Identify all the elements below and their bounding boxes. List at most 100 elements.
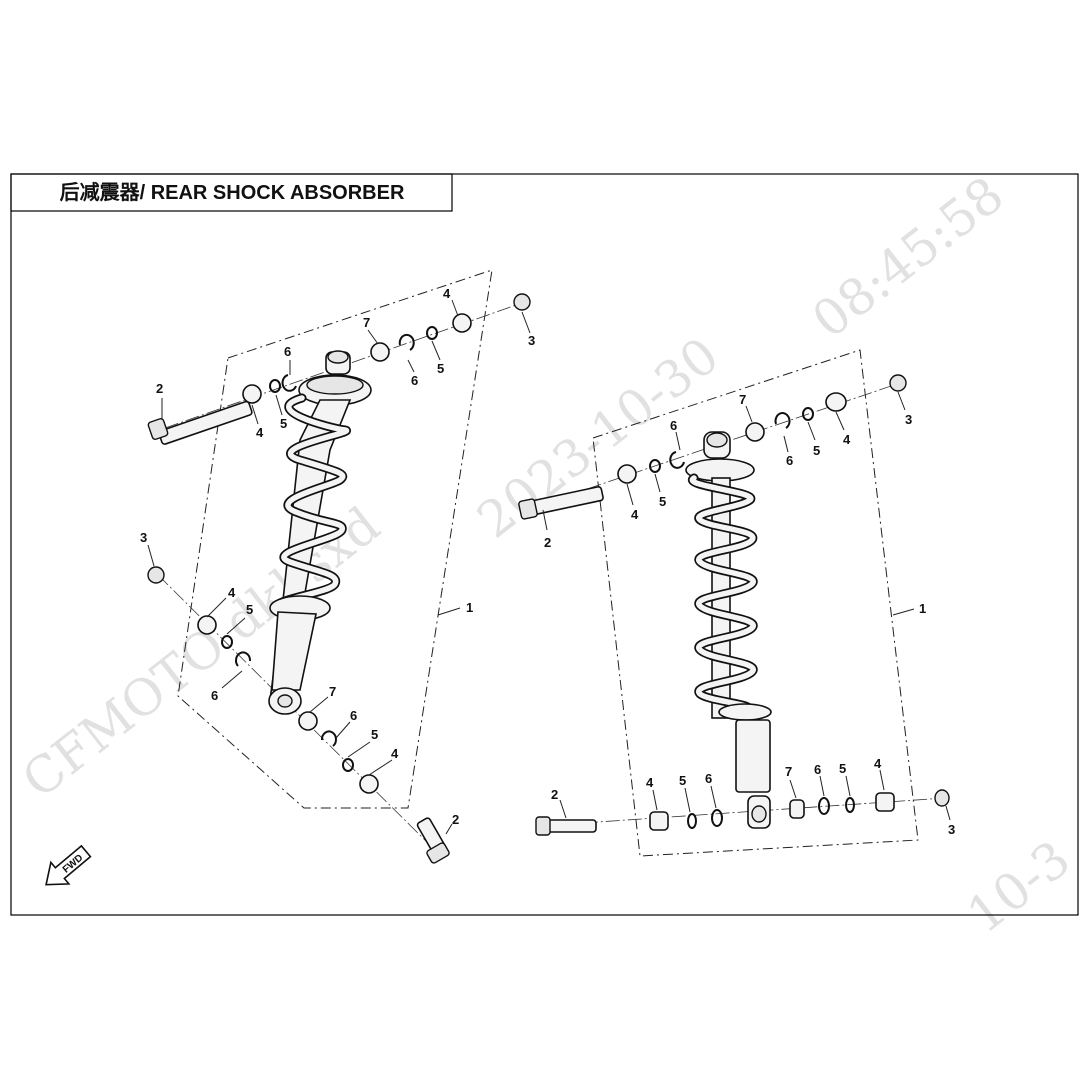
callout-1: 1 bbox=[919, 601, 926, 616]
callout-4: 4 bbox=[646, 775, 654, 790]
callout-6: 6 bbox=[814, 762, 821, 777]
right-lower-bolt-head bbox=[535, 816, 551, 836]
callout-6: 6 bbox=[211, 688, 218, 703]
right-lower-circlip-a bbox=[711, 809, 723, 827]
right-upper-circlip-a bbox=[669, 451, 685, 469]
watermark-time: 08:45:58 bbox=[802, 165, 1015, 349]
callout-5: 5 bbox=[659, 494, 666, 509]
callout-4: 4 bbox=[874, 756, 882, 771]
callout-6: 6 bbox=[411, 373, 418, 388]
callout-4: 4 bbox=[631, 507, 639, 522]
callout-2: 2 bbox=[452, 812, 459, 827]
left-upper-circlip-a bbox=[281, 374, 297, 392]
callout-3: 3 bbox=[140, 530, 147, 545]
left-upper-seat-top bbox=[306, 375, 364, 395]
left-upper-bolt bbox=[158, 400, 253, 445]
left-lower-circlip-a bbox=[235, 651, 252, 667]
right-damper-body bbox=[735, 719, 771, 793]
watermark-date: 2023-10-30 bbox=[467, 326, 730, 549]
callout-6: 6 bbox=[284, 344, 291, 359]
callout-4: 4 bbox=[843, 432, 851, 447]
left-callout-leaders bbox=[147, 299, 531, 835]
left-lower-bushing-b bbox=[359, 774, 379, 794]
callout-5: 5 bbox=[437, 361, 444, 376]
callout-4: 4 bbox=[391, 746, 399, 761]
right-upper-bearing bbox=[745, 422, 765, 442]
callout-7: 7 bbox=[785, 764, 792, 779]
forward-arrow-icon: FWD bbox=[45, 844, 92, 886]
callout-3: 3 bbox=[948, 822, 955, 837]
right-callout-leaders bbox=[542, 391, 951, 821]
left-lower-eye-bore bbox=[277, 694, 293, 708]
right-upper-bushing-b bbox=[825, 392, 847, 412]
right-lower-bushing-a bbox=[649, 811, 669, 831]
right-upper-hardware bbox=[518, 374, 907, 520]
left-upper-hardware bbox=[147, 293, 531, 445]
left-upper-nut bbox=[513, 293, 531, 311]
callout-5: 5 bbox=[371, 727, 378, 742]
callout-6: 6 bbox=[705, 771, 712, 786]
right-upper-washer-b bbox=[802, 407, 814, 421]
callout-6: 6 bbox=[786, 453, 793, 468]
callout-3: 3 bbox=[905, 412, 912, 427]
right-lower-spring-seat bbox=[718, 703, 772, 721]
callout-5: 5 bbox=[679, 773, 686, 788]
left-lower-hardware bbox=[147, 566, 450, 864]
left-upper-washer-b bbox=[426, 326, 438, 340]
callout-6: 6 bbox=[350, 708, 357, 723]
title-box bbox=[10, 173, 453, 212]
right-shock-body bbox=[685, 431, 772, 829]
callout-5: 5 bbox=[839, 761, 846, 776]
left-upper-washer-a bbox=[269, 379, 281, 393]
left-damper-body bbox=[271, 611, 317, 691]
left-shock-assembly: 1 2 2 3 3 4 4 4 4 5 5 5 5 6 6 6 6 7 7 bbox=[140, 269, 535, 864]
right-upper-eye-bore bbox=[706, 432, 728, 448]
right-lower-nut bbox=[934, 789, 950, 807]
left-lower-bushing-a bbox=[197, 615, 217, 635]
callout-2: 2 bbox=[156, 381, 163, 396]
drawing-frame bbox=[10, 173, 1079, 916]
callout-7: 7 bbox=[363, 315, 370, 330]
right-upper-bushing-a bbox=[617, 464, 637, 484]
left-upper-circlip-b bbox=[398, 333, 415, 351]
watermark-brand: CFMOTO dkl sxd bbox=[12, 496, 391, 810]
left-upper-bolt-head bbox=[147, 417, 169, 441]
right-upper-nut bbox=[889, 374, 907, 392]
callout-4: 4 bbox=[443, 286, 451, 301]
right-lower-hardware bbox=[535, 789, 950, 836]
right-lower-circlip-b bbox=[818, 797, 830, 815]
right-lower-washer-b bbox=[845, 797, 855, 813]
left-lower-circlip-b bbox=[320, 730, 337, 747]
left-upper-eye-bore bbox=[327, 350, 349, 364]
right-upper-washer-a bbox=[649, 459, 661, 473]
right-assembly-boundary bbox=[592, 349, 919, 857]
left-lower-nut bbox=[147, 566, 165, 584]
diagram-title: 后减震器/ REAR SHOCK ABSORBER bbox=[60, 180, 405, 204]
left-lower-washer-a bbox=[221, 635, 233, 649]
left-lower-bolt-head bbox=[426, 842, 450, 864]
right-lower-bearing bbox=[789, 799, 805, 819]
left-shock-body bbox=[268, 350, 372, 715]
right-callouts: 1 2 2 3 3 4 4 4 4 5 5 5 5 6 6 6 6 7 7 bbox=[544, 392, 955, 837]
left-callouts: 1 2 2 3 3 4 4 4 4 5 5 5 5 6 6 6 6 7 7 bbox=[140, 286, 535, 827]
callout-7: 7 bbox=[739, 392, 746, 407]
left-upper-bushing-a bbox=[242, 384, 262, 404]
callout-1: 1 bbox=[466, 600, 473, 615]
callout-5: 5 bbox=[246, 602, 253, 617]
callout-2: 2 bbox=[544, 535, 551, 550]
callout-4: 4 bbox=[228, 585, 236, 600]
callout-5: 5 bbox=[280, 416, 287, 431]
callout-3: 3 bbox=[528, 333, 535, 348]
right-upper-bolt-head bbox=[518, 498, 538, 520]
callout-5: 5 bbox=[813, 443, 820, 458]
callout-7: 7 bbox=[329, 684, 336, 699]
callout-4: 4 bbox=[256, 425, 264, 440]
callout-2: 2 bbox=[551, 787, 558, 802]
left-upper-bearing bbox=[370, 342, 390, 362]
right-upper-circlip-b bbox=[774, 412, 791, 429]
watermark-date-fragment: 10-3 bbox=[957, 830, 1081, 945]
right-lower-washer-a bbox=[687, 813, 697, 829]
callout-6: 6 bbox=[670, 418, 677, 433]
left-lower-bearing bbox=[298, 711, 318, 731]
